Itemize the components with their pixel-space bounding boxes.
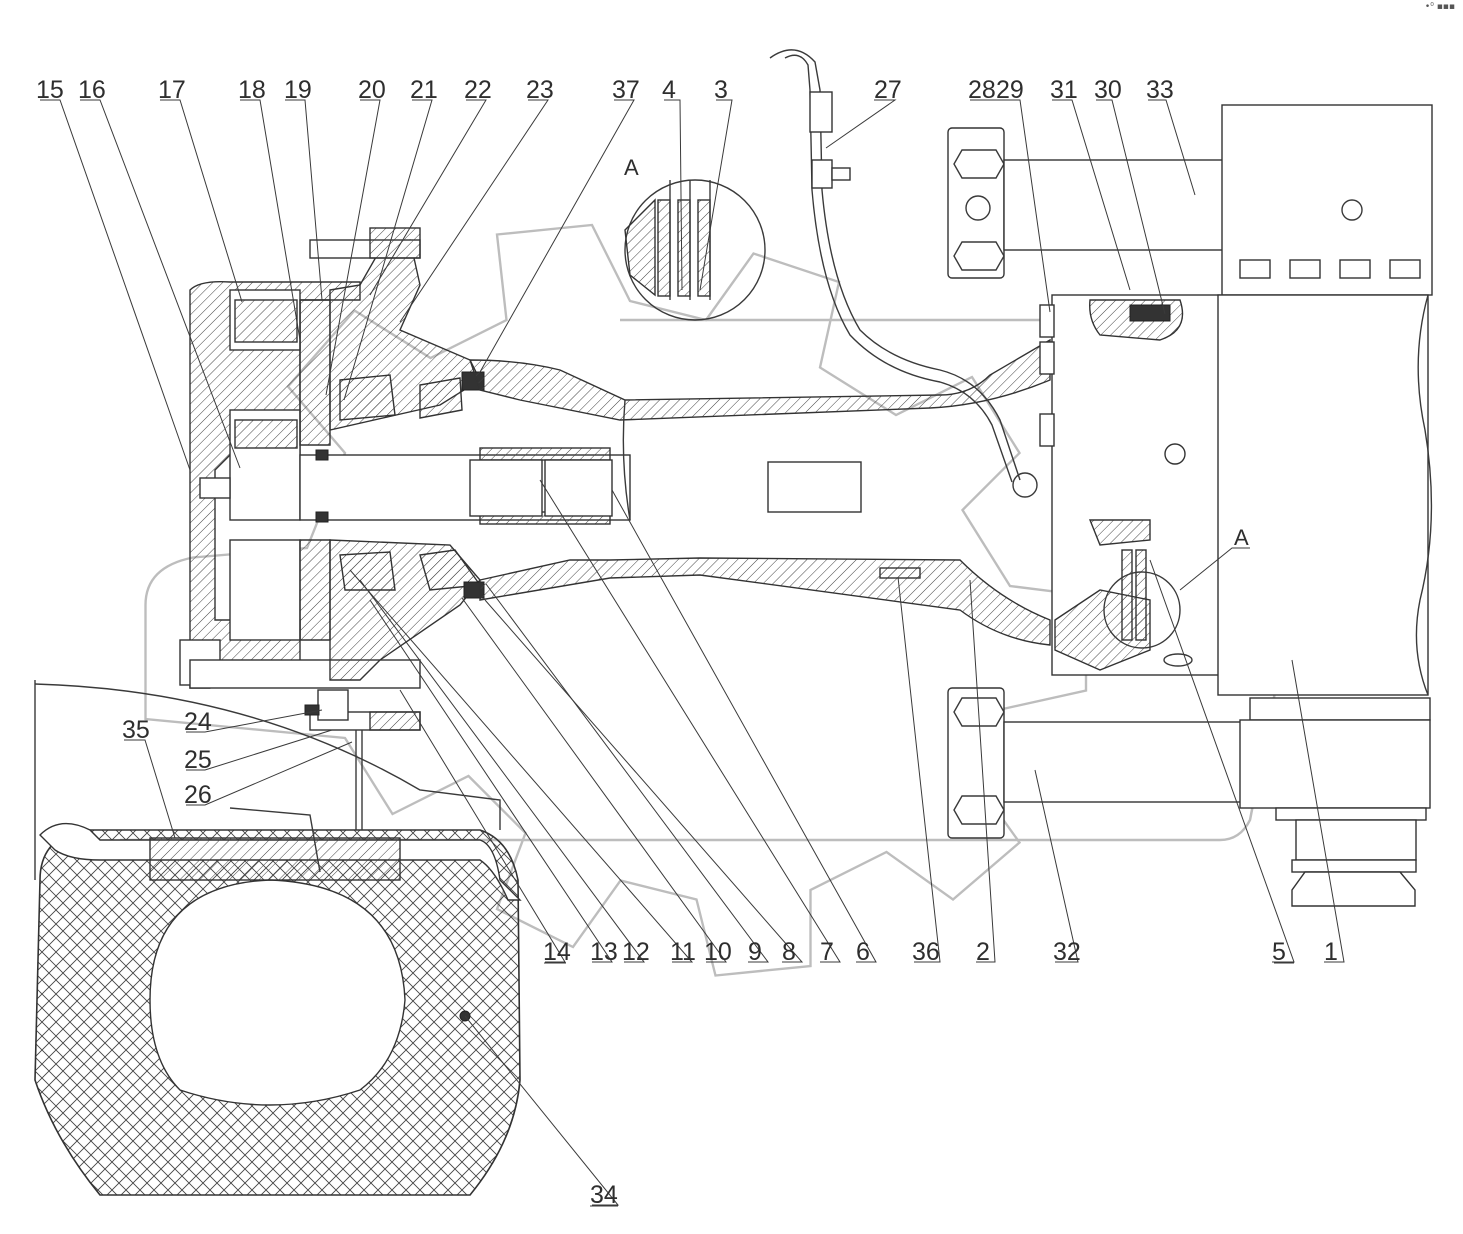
callout-8: 8 [782, 938, 796, 966]
section-mark-a-top: A [624, 155, 639, 180]
callout-15: 15 [36, 76, 64, 104]
callout-26: 26 [184, 781, 212, 809]
section-mark-a-right: A [1234, 525, 1249, 550]
callout-36: 36 [912, 938, 940, 966]
callout-19: 19 [284, 76, 312, 104]
differential-housing [947, 104, 1433, 907]
callout-23: 23 [526, 76, 554, 104]
callout-17: 17 [158, 76, 186, 104]
callout-10: 10 [704, 938, 732, 966]
callout-35: 35 [122, 716, 150, 744]
detail-a-view [624, 179, 766, 321]
wheel-hub [179, 227, 481, 830]
callout-34: 34 [590, 1181, 618, 1209]
callout-21: 21 [410, 76, 438, 104]
axle-housing [469, 338, 1051, 646]
callout-24: 24 [184, 708, 212, 736]
callout-22: 22 [464, 76, 492, 104]
callout-12: 12 [622, 938, 650, 966]
callout-4: 4 [662, 76, 676, 104]
callout-20: 20 [358, 76, 386, 104]
callout-31: 31 [1050, 76, 1078, 104]
callout-37: 37 [612, 76, 640, 104]
callout-25: 25 [184, 746, 212, 774]
callout-28: 28 [968, 76, 996, 104]
tyre [34, 680, 522, 1196]
callout-32: 32 [1053, 938, 1081, 966]
callout-5: 5 [1272, 938, 1286, 966]
corner-mark: •⁰ ▪▪▪ [1424, 2, 1455, 12]
callout-14: 14 [543, 938, 571, 966]
callout-13: 13 [590, 938, 618, 966]
callout-18: 18 [238, 76, 266, 104]
callout-33: 33 [1146, 76, 1174, 104]
axle-shaft [299, 447, 631, 525]
callout-3: 3 [714, 76, 728, 104]
brake-hose [769, 49, 1038, 498]
callout-27: 27 [874, 76, 902, 104]
callout-2: 2 [976, 938, 990, 966]
callout-9: 9 [748, 938, 762, 966]
callout-30: 30 [1094, 76, 1122, 104]
callout-7: 7 [820, 938, 834, 966]
callout-16: 16 [78, 76, 106, 104]
callout-29: 29 [996, 76, 1024, 104]
bearings [339, 371, 485, 599]
callout-underlines [544, 962, 1294, 1207]
callout-11: 11 [670, 938, 696, 966]
leader-lines [40, 99, 1345, 1206]
callout-1: 1 [1324, 938, 1338, 966]
callout-6: 6 [856, 938, 870, 966]
callout-labels: 15 16 17 18 19 20 21 22 23 37 4 3 27 28 … [36, 76, 1338, 1209]
